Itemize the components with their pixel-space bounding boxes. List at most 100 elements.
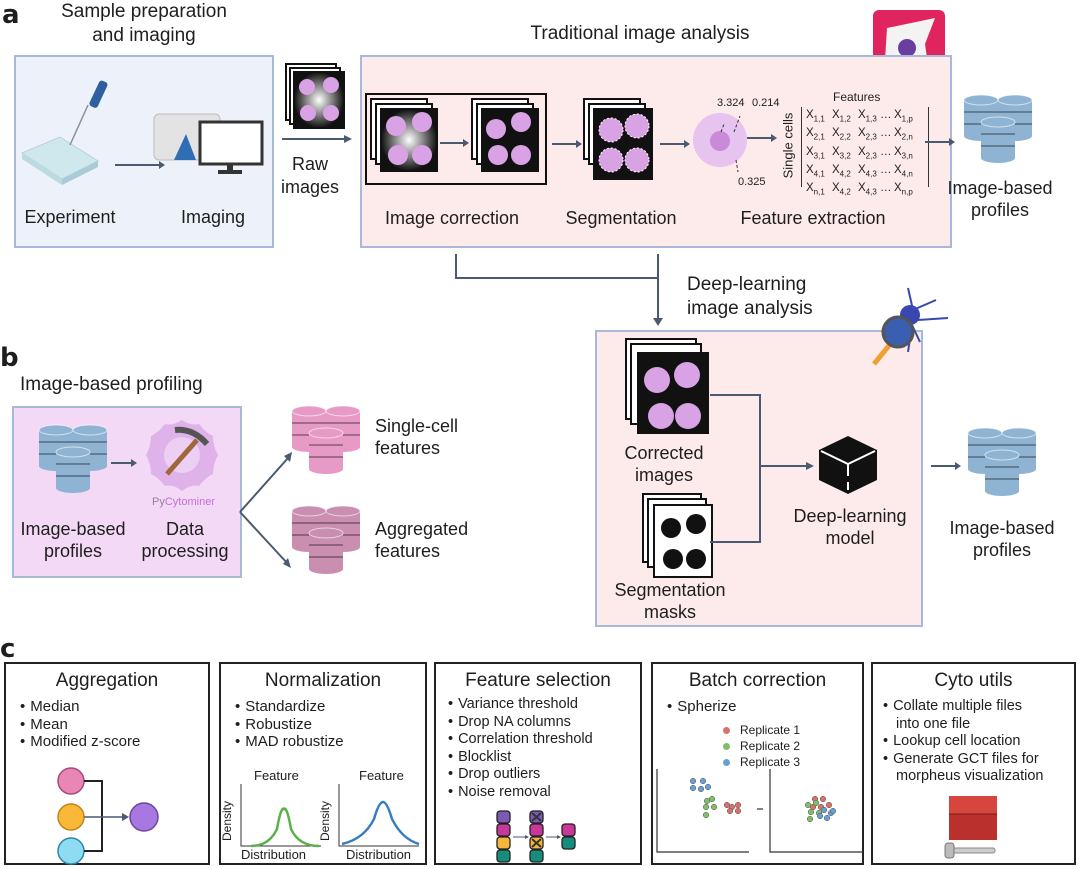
matrix-cell: X4,1 xyxy=(806,163,825,179)
cylinder-front xyxy=(55,446,91,493)
wide-distribution-curve xyxy=(341,800,420,846)
batch-correction-box: Batch correction Spherize Replicate 1Rep… xyxy=(651,662,864,865)
legend-dot xyxy=(723,759,730,766)
feature-extraction-label: Feature extraction xyxy=(740,208,886,228)
arrow-to-traditional-analysis xyxy=(282,135,352,143)
segmentation-masks-label-line2: masks xyxy=(643,602,696,622)
feature-selection-title: Feature selection xyxy=(465,670,611,691)
matrix-cell: X4,3 … xyxy=(858,163,892,179)
measurement-1: 3.324 xyxy=(717,97,745,109)
replicate-point xyxy=(702,811,710,819)
cyto-utils-item: Generate GCT files for xyxy=(883,751,1044,769)
matrix-cell: X4,n xyxy=(894,163,913,179)
features-matrix-header: Features xyxy=(833,90,881,104)
plot1-y-label: Density xyxy=(220,800,235,842)
imaging-label: Imaging xyxy=(180,207,246,227)
plot1-title: Feature xyxy=(254,768,299,783)
aggregated-features-label-line2: features xyxy=(375,541,441,561)
merge-connector xyxy=(710,394,814,543)
legend-label: Replicate 1 xyxy=(740,723,801,737)
legend-label: Replicate 3 xyxy=(740,755,801,769)
replicate-point xyxy=(702,803,710,811)
normalization-title: Normalization xyxy=(264,670,382,691)
feature-selection-item: Drop outliers xyxy=(448,766,593,784)
matrix-cell: X1,p xyxy=(894,109,913,124)
cylinder-front xyxy=(984,449,1020,496)
pycytominer-label-prefix: Py xyxy=(152,496,165,508)
replicate-point xyxy=(704,783,712,791)
feature-selection-item: Blocklist xyxy=(448,749,593,767)
feature-selection-item: Correlation threshold xyxy=(448,731,593,749)
replicate-point xyxy=(829,807,837,815)
single-cells-axis-label: Single cells xyxy=(780,112,796,179)
replicate-point xyxy=(820,806,828,814)
sample-prep-title-line1: Sample preparation xyxy=(61,1,227,22)
cyto-utils-item-cont: into one file xyxy=(896,715,971,732)
panel-a-letter: a xyxy=(2,0,20,30)
raw-images-stack-icon xyxy=(285,63,345,129)
single-cell-features-label-line1: Single-cell xyxy=(375,416,459,436)
toolbox-hammer-icon xyxy=(944,796,997,859)
measurement-3: 0.325 xyxy=(738,176,766,188)
matrix-cell: X3,1 xyxy=(806,145,825,160)
single-cell-icon xyxy=(693,113,747,173)
cylinder-front xyxy=(308,427,344,474)
replicate-point xyxy=(689,784,697,792)
matrix-cell: X2,3 … xyxy=(858,127,892,142)
segmentation-masks-stack xyxy=(642,493,713,578)
replicate-point xyxy=(823,814,831,822)
matrix-cell: X1,2 xyxy=(832,109,851,124)
cylinder-front xyxy=(308,527,344,574)
cyto-utils-item: Collate multiple files xyxy=(883,698,1044,716)
legend-entry: Replicate 1 xyxy=(723,722,800,738)
aggregation-item: Mean xyxy=(20,716,140,734)
narrow-distribution-curve xyxy=(250,807,320,848)
segmentation-stack xyxy=(583,98,653,180)
aggregated-features-label-line1: Aggregated xyxy=(375,519,469,539)
image-based-profiling-title: Image-based profiling xyxy=(20,374,203,395)
profiles-label-traditional-line2: profiles xyxy=(970,200,1030,220)
replicate-point xyxy=(734,801,742,809)
cyto-utils-item: Lookup cell location xyxy=(883,733,1044,751)
neuron-magnifier-icon xyxy=(872,287,949,366)
matrix-cell: X1,1 xyxy=(806,109,825,124)
image-correction-label: Image correction xyxy=(384,208,520,228)
feature-selection-list: Variance threshold Drop NA columns Corre… xyxy=(448,696,593,801)
matrix-cell: X2,1 xyxy=(806,127,825,142)
profiles-label-deep-learning-line2: profiles xyxy=(972,540,1032,560)
well-plate-pipette-icon xyxy=(20,80,108,185)
arrow-segmentation-to-features xyxy=(660,140,690,148)
batch-correction-item: Spherize xyxy=(667,698,736,716)
cyto-utils-title: Cyto utils xyxy=(934,670,1013,691)
matrix-cell: X2,n xyxy=(894,127,913,142)
aggregation-title: Aggregation xyxy=(55,670,159,691)
pycytominer-pickaxe-icon xyxy=(146,420,218,491)
traditional-analysis-title: Traditional image analysis xyxy=(530,23,750,44)
cyto-utils-list: Collate multiple files into one file Loo… xyxy=(883,698,1044,786)
raw-images-label-line2: images xyxy=(280,177,340,197)
panel-b-letter: b xyxy=(0,343,19,373)
sample-prep-title-line2: and imaging xyxy=(92,25,196,46)
panel-c-letter: c xyxy=(0,634,16,664)
feature-selection-item: Variance threshold xyxy=(448,696,593,714)
feature-selection-diagram xyxy=(496,810,576,863)
aggregation-item: Median xyxy=(20,698,140,716)
replicate-point xyxy=(806,815,814,823)
replicate-point xyxy=(708,795,716,803)
replicate-point xyxy=(734,807,742,815)
arrow-experiment-to-imaging xyxy=(115,161,165,169)
measurement-2: 0.214 xyxy=(752,97,780,109)
deep-learning-model-label-line1: Deep-learning xyxy=(793,506,907,526)
corrected-images-label-line1: Corrected xyxy=(624,443,704,463)
cyto-utils-box: Cyto utils Collate multiple files into o… xyxy=(871,662,1076,865)
feature-selection-item: Drop NA columns xyxy=(448,714,593,732)
single-cell-features-label-line2: features xyxy=(375,438,441,458)
replicate-point xyxy=(697,785,705,793)
normalization-item: Robustize xyxy=(235,716,344,734)
replicate-point xyxy=(699,777,707,785)
